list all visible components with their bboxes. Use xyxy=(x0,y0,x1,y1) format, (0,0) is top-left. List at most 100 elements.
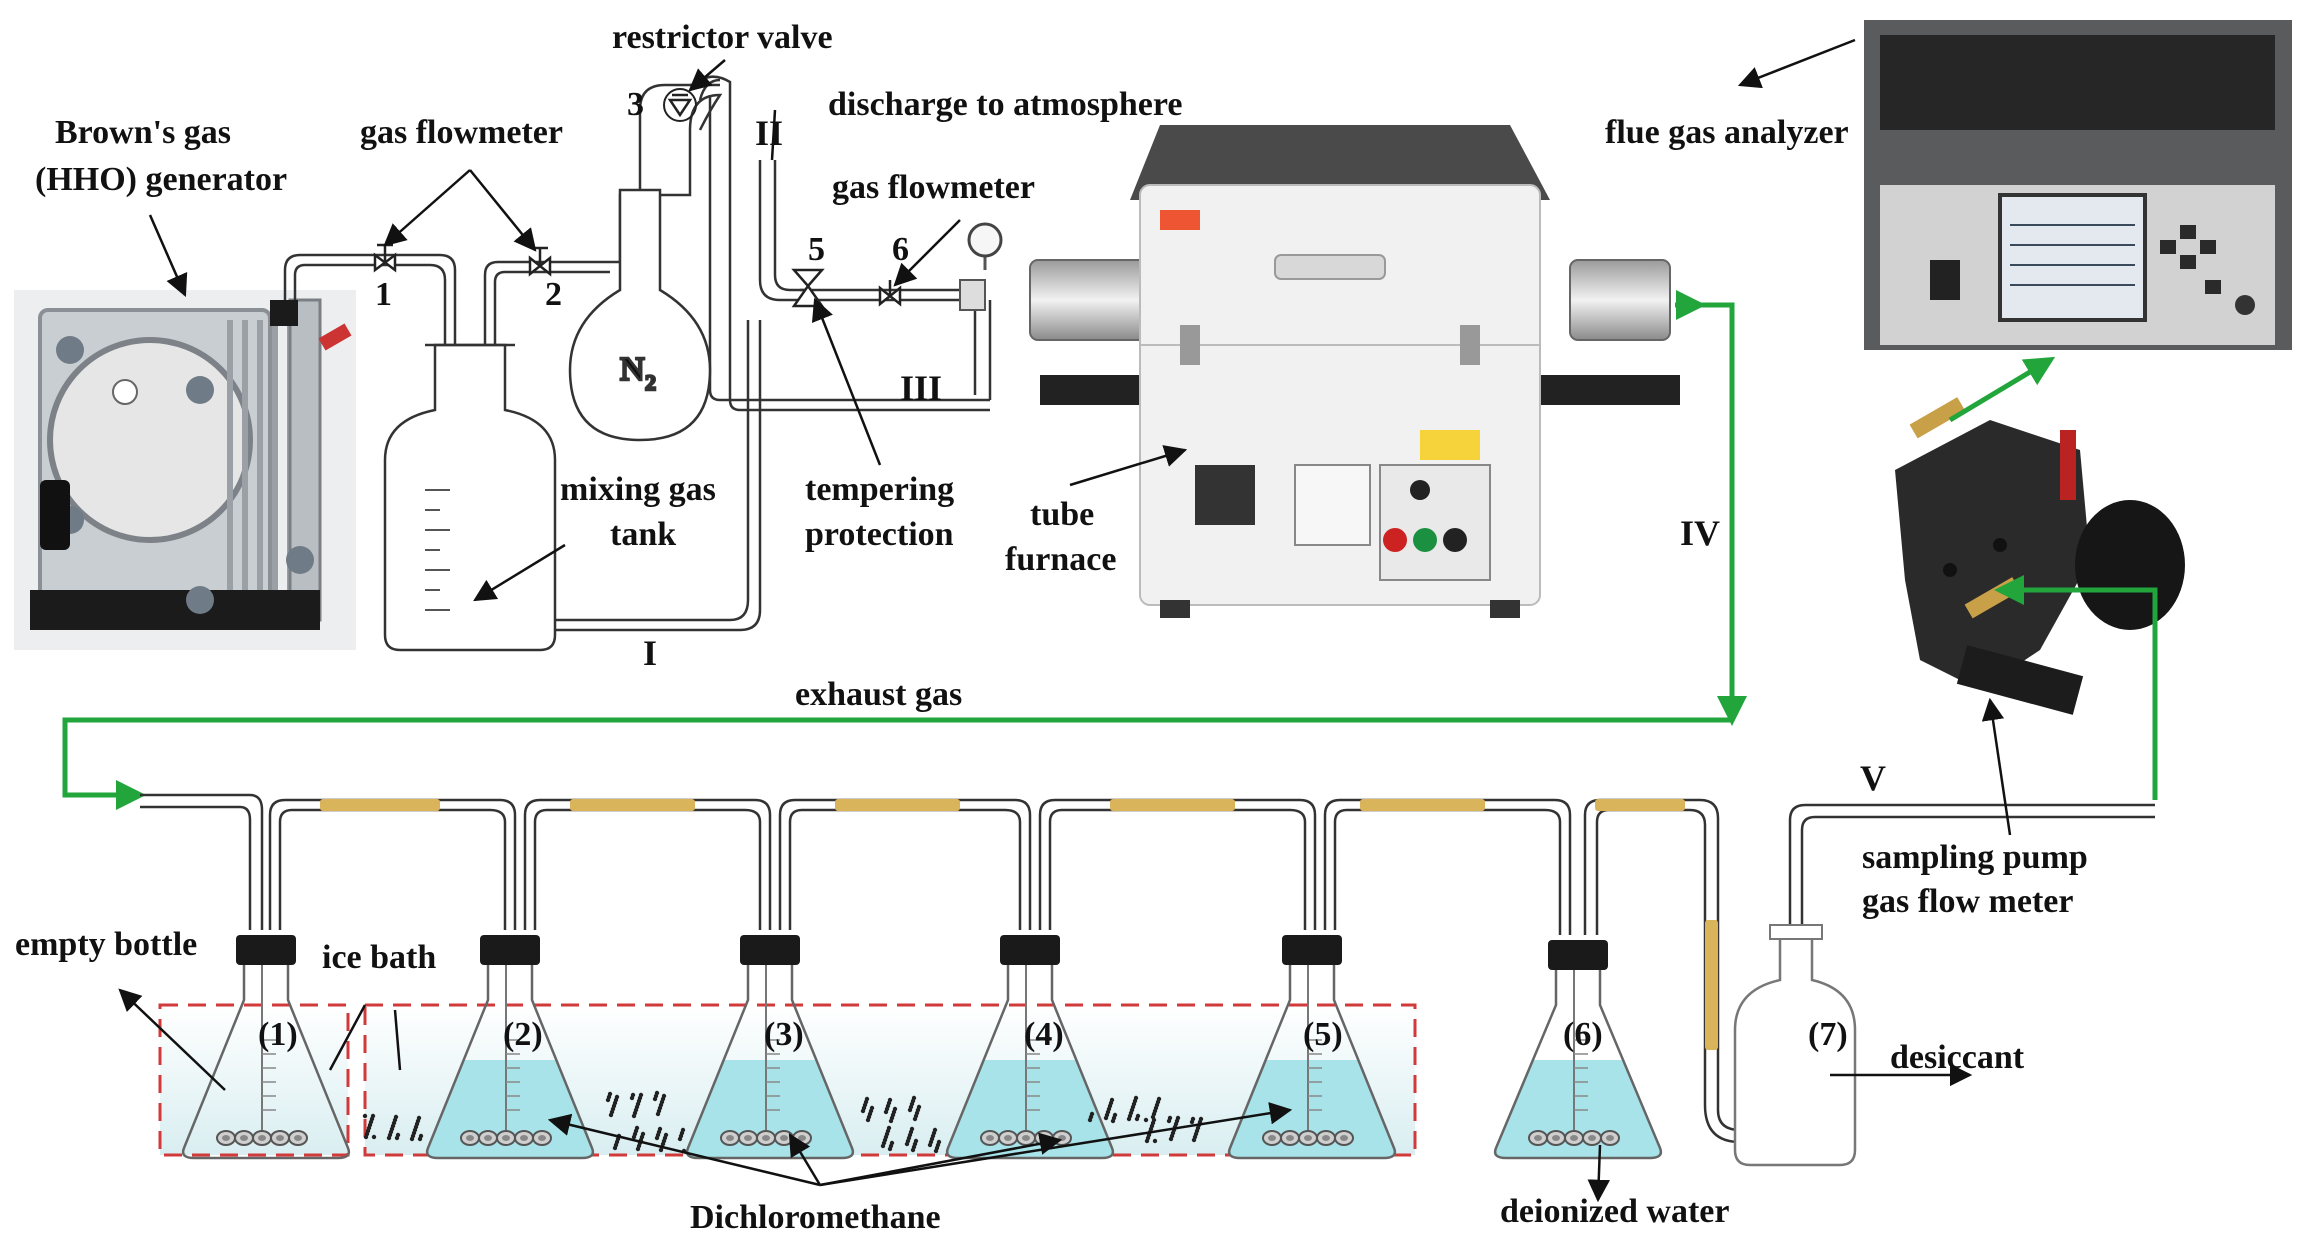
tempering-label-line1: tempering xyxy=(805,471,954,508)
flask-stopper xyxy=(1000,935,1060,965)
pellet xyxy=(774,1130,794,1146)
restrictor-valve-3 xyxy=(663,88,697,122)
pellet xyxy=(478,1130,498,1146)
ice-grain xyxy=(913,1138,919,1144)
pellet xyxy=(252,1130,272,1146)
restrictor-valve-label: restrictor valve xyxy=(612,19,833,56)
ice-grain xyxy=(887,1097,893,1103)
ice-grain xyxy=(393,1114,399,1120)
ice-grain xyxy=(1152,1138,1158,1144)
flask-stopper xyxy=(1282,935,1342,965)
ice-grain xyxy=(889,1140,895,1146)
pellet xyxy=(1052,1130,1072,1146)
mixing-tank-label-line1: mixing gas xyxy=(560,471,716,508)
line-label-III: III xyxy=(900,368,942,408)
sampling-pump-image xyxy=(1895,397,2185,715)
flask-outline xyxy=(1493,965,1663,1160)
deionized-water-label: deionized water xyxy=(1500,1193,1729,1230)
ice-particles xyxy=(362,1090,1204,1154)
tube-furnace-label-line1: tube xyxy=(1030,496,1094,533)
ice-grain xyxy=(1151,1117,1157,1123)
ice-grain xyxy=(371,1134,377,1140)
generator-label-line1: Brown's gas xyxy=(55,114,231,151)
hho-generator-image xyxy=(14,290,356,650)
ice-grain xyxy=(416,1115,422,1121)
pellet xyxy=(1262,1130,1282,1146)
ice-grain xyxy=(607,1091,613,1097)
valve-number-5: 5 xyxy=(808,231,825,268)
desiccant-bottle xyxy=(1733,924,1857,1167)
pellet xyxy=(756,1130,776,1146)
pellet xyxy=(1528,1130,1548,1146)
ice-grain xyxy=(1156,1096,1162,1102)
ice-grain xyxy=(1109,1097,1115,1103)
pellet xyxy=(720,1130,740,1146)
flask-group xyxy=(181,935,1847,1164)
ice-grain xyxy=(614,1094,620,1100)
ice-grain xyxy=(1167,1115,1173,1121)
gas-flowmeter-label-top: gas flowmeter xyxy=(360,114,563,151)
ice-bath-label: ice bath xyxy=(322,939,436,976)
pellet xyxy=(738,1130,758,1146)
flask-5 xyxy=(1227,935,1397,1160)
ice-grain xyxy=(638,1092,644,1098)
ice-grain xyxy=(657,1126,663,1132)
ice-grain xyxy=(911,1095,917,1101)
ice-grain xyxy=(1198,1116,1204,1122)
pellet xyxy=(1280,1130,1300,1146)
ice-grain xyxy=(661,1093,667,1099)
exhaust-gas-label: exhaust gas xyxy=(795,676,962,713)
flask-6 xyxy=(1493,940,1663,1160)
flask-1 xyxy=(181,935,351,1160)
ice-grain xyxy=(634,1125,640,1131)
ice-grain xyxy=(663,1132,669,1138)
pellet xyxy=(1298,1130,1318,1146)
pressure-gauge xyxy=(959,222,1003,311)
ice-grain xyxy=(1135,1113,1141,1119)
sampling-pump-label-line2: gas flow meter xyxy=(1862,883,2073,920)
ice-grain xyxy=(640,1131,646,1137)
ice-grain xyxy=(362,1113,368,1119)
ice-grain xyxy=(1112,1112,1118,1118)
tubing-connectors xyxy=(320,799,1718,1050)
ice-grain xyxy=(1089,1111,1095,1117)
valve-number-3: 3 xyxy=(627,86,644,123)
valve-5 xyxy=(791,268,825,308)
flask-stopper xyxy=(740,935,800,965)
flask-outline xyxy=(425,960,595,1160)
flask-3 xyxy=(685,935,855,1160)
pellet xyxy=(270,1130,290,1146)
n2-subscript: 2 xyxy=(645,370,656,395)
pellet xyxy=(1564,1130,1584,1146)
ice-grain xyxy=(869,1105,875,1111)
ice-grain xyxy=(886,1125,892,1131)
pellet xyxy=(1582,1130,1602,1146)
pellet xyxy=(514,1130,534,1146)
flask-outline xyxy=(945,960,1115,1160)
pellet xyxy=(1016,1130,1036,1146)
tube-furnace-label-line2: furnace xyxy=(1005,541,1116,578)
valve-6 xyxy=(878,280,902,307)
flask-number-4: (4) xyxy=(1024,1016,1064,1053)
generator-label-line2: (HHO) generator xyxy=(35,161,287,198)
ice-grain xyxy=(864,1096,870,1102)
ice-grain xyxy=(370,1113,376,1119)
ice-grain xyxy=(932,1127,938,1133)
ice-grain xyxy=(892,1106,898,1112)
discharge-label: discharge to atmosphere xyxy=(828,86,1182,123)
flask-outline xyxy=(181,960,351,1160)
flask-number-5: (5) xyxy=(1303,1016,1343,1053)
flask-stopper xyxy=(236,935,296,965)
ice-grain xyxy=(1143,1117,1149,1123)
flask-number-7: (7) xyxy=(1808,1016,1848,1053)
pellet xyxy=(288,1130,308,1146)
flask-number-1: (1) xyxy=(258,1016,298,1053)
pellet xyxy=(234,1130,254,1146)
ice-grain xyxy=(916,1104,922,1110)
ice-grain xyxy=(1175,1115,1181,1121)
n2-label: N xyxy=(620,351,645,388)
line-label-V: V xyxy=(1860,758,1886,798)
n2-cylinder: N 2 xyxy=(568,188,712,442)
gas-flowmeter-label-right: gas flowmeter xyxy=(832,169,1035,206)
